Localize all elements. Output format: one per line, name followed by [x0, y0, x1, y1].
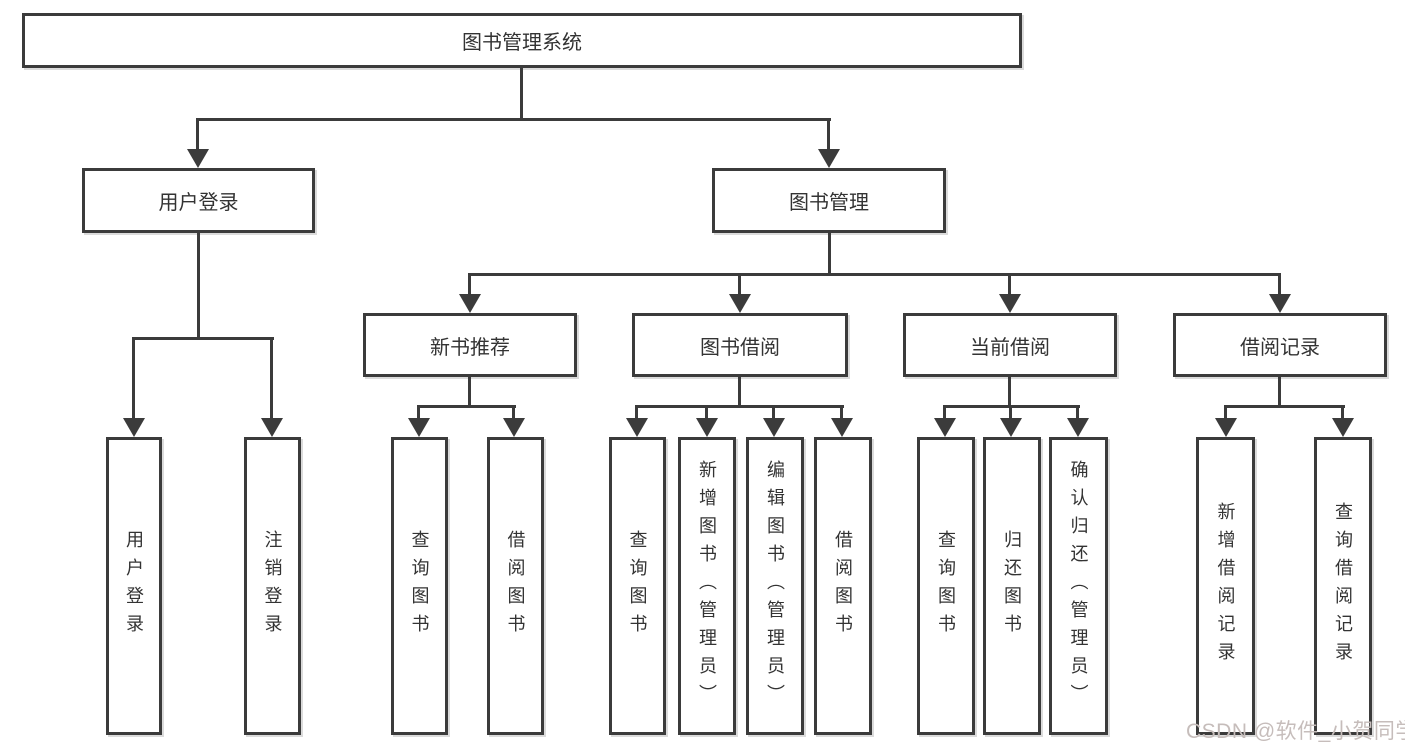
connector-line	[1224, 405, 1345, 408]
leaf-label: 新增借阅记录	[1215, 502, 1236, 670]
node-book-borrowing: 图书借阅	[632, 313, 848, 377]
connector-arrow	[1066, 408, 1089, 437]
connector-arrow	[458, 276, 481, 313]
node-label: 图书管理系统	[462, 32, 582, 54]
leaf-borrowing-edit-books-admin: 编辑图书（管理员）	[746, 437, 804, 735]
connector-line	[520, 68, 523, 120]
connector-line	[828, 233, 831, 276]
connector-line	[1008, 377, 1011, 408]
connector-arrow	[260, 340, 283, 437]
node-borrowing-records: 借阅记录	[1173, 313, 1387, 377]
connector-line	[132, 337, 274, 340]
node-label: 当前借阅	[970, 336, 1050, 359]
leaf-newbook-query-books: 查询图书	[391, 437, 448, 735]
connector-arrow	[186, 121, 209, 168]
connector-line	[417, 405, 516, 408]
leaf-label: 归还图书	[1002, 530, 1022, 642]
leaf-label: 借阅图书	[833, 530, 853, 642]
node-user-login: 用户登录	[82, 168, 315, 233]
connector-line	[1278, 377, 1281, 408]
connector-line	[197, 233, 200, 340]
connector-arrow	[502, 408, 525, 437]
leaf-label: 查询图书	[936, 530, 956, 642]
connector-arrow	[407, 408, 430, 437]
connector-line	[468, 377, 471, 408]
connector-line	[196, 118, 831, 121]
connector-arrow	[998, 276, 1021, 313]
leaf-borrowing-borrow-books: 借阅图书	[814, 437, 872, 735]
connector-arrow	[1214, 408, 1237, 437]
connector-line	[738, 377, 741, 408]
leaf-label: 用户登录	[124, 530, 144, 642]
connector-arrow	[695, 408, 718, 437]
connector-arrow	[625, 408, 648, 437]
connector-arrow	[1268, 276, 1291, 313]
connector-arrow	[728, 276, 751, 313]
connector-arrow	[122, 340, 145, 437]
leaf-current-confirm-return-admin: 确认归还（管理员）	[1049, 437, 1108, 735]
connector-arrow	[933, 408, 956, 437]
leaf-label: 确认归还（管理员）	[1068, 460, 1089, 712]
leaf-current-return-books: 归还图书	[983, 437, 1041, 735]
node-new-book-recommend: 新书推荐	[363, 313, 577, 377]
node-label: 新书推荐	[430, 336, 510, 359]
node-book-management: 图书管理	[712, 168, 946, 233]
leaf-label: 编辑图书（管理员）	[765, 460, 785, 712]
connector-arrow	[817, 121, 840, 168]
node-label: 借阅记录	[1240, 336, 1320, 359]
leaf-logout-login: 注销登录	[244, 437, 301, 735]
connector-line	[635, 405, 844, 408]
node-current-borrowing: 当前借阅	[903, 313, 1117, 377]
node-root-library-system: 图书管理系统	[22, 13, 1022, 68]
connector-arrow	[1331, 408, 1354, 437]
leaf-label: 查询图书	[409, 530, 430, 642]
leaf-label: 注销登录	[262, 530, 283, 642]
leaf-label: 新增图书（管理员）	[697, 460, 717, 712]
leaf-label: 查询图书	[627, 530, 648, 642]
csdn-watermark: CSDN @软件_小贺同学	[1186, 720, 1405, 743]
leaf-records-query-borrow-record: 查询借阅记录	[1314, 437, 1372, 735]
leaf-user-login: 用户登录	[106, 437, 162, 735]
node-label: 图书管理	[789, 192, 869, 214]
node-label: 图书借阅	[700, 336, 780, 359]
leaf-newbook-borrow-books: 借阅图书	[487, 437, 544, 735]
connector-line	[943, 405, 1080, 408]
node-label: 用户登录	[158, 192, 239, 214]
leaf-label: 借阅图书	[505, 530, 526, 642]
leaf-borrowing-query-books: 查询图书	[609, 437, 666, 735]
connector-line	[468, 273, 1281, 276]
leaf-current-query-books: 查询图书	[917, 437, 975, 735]
leaf-label: 查询借阅记录	[1333, 502, 1353, 670]
connector-arrow	[762, 408, 785, 437]
leaf-records-add-borrow-record: 新增借阅记录	[1196, 437, 1255, 735]
connector-arrow	[999, 408, 1022, 437]
leaf-borrowing-add-books-admin: 新增图书（管理员）	[678, 437, 736, 735]
connector-arrow	[830, 408, 853, 437]
